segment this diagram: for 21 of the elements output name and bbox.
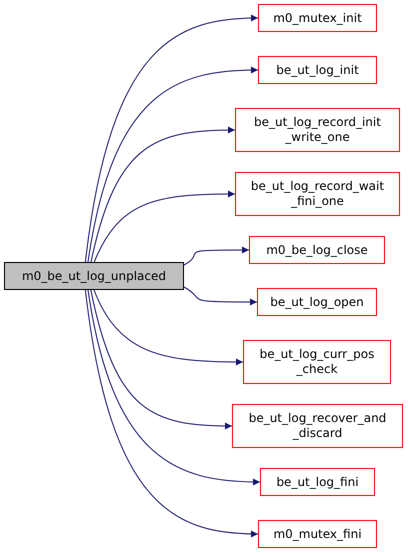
- callee-box: m0_be_log_close: [249, 236, 385, 264]
- callee-box: m0_mutex_init: [258, 4, 377, 32]
- arrow: [84, 290, 258, 538]
- arrow: [94, 190, 236, 262]
- callee-box: m0_mutex_fini: [258, 520, 377, 548]
- callee-box: be_ut_log_record_init _write_one: [235, 108, 400, 152]
- arrow: [94, 290, 244, 366]
- callee-box: be_ut_log_record_wait _fini_one: [235, 172, 400, 216]
- arrow: [88, 290, 260, 486]
- callee-box: be_ut_log_curr_pos _check: [243, 340, 391, 384]
- callee-box: be_ut_log_init: [258, 56, 377, 84]
- callee-box: be_ut_log_fini: [260, 468, 375, 496]
- arrow: [84, 14, 258, 262]
- callee-box: be_ut_log_recover_and _discard: [232, 404, 403, 448]
- arrow: [90, 126, 236, 262]
- arrow: [184, 246, 250, 266]
- arrow: [88, 66, 258, 262]
- arrow: [184, 286, 258, 306]
- function-box: m0_be_ut_log_unplaced: [4, 262, 184, 290]
- callee-box: be_ut_log_open: [257, 288, 377, 316]
- arrow: [90, 290, 232, 430]
